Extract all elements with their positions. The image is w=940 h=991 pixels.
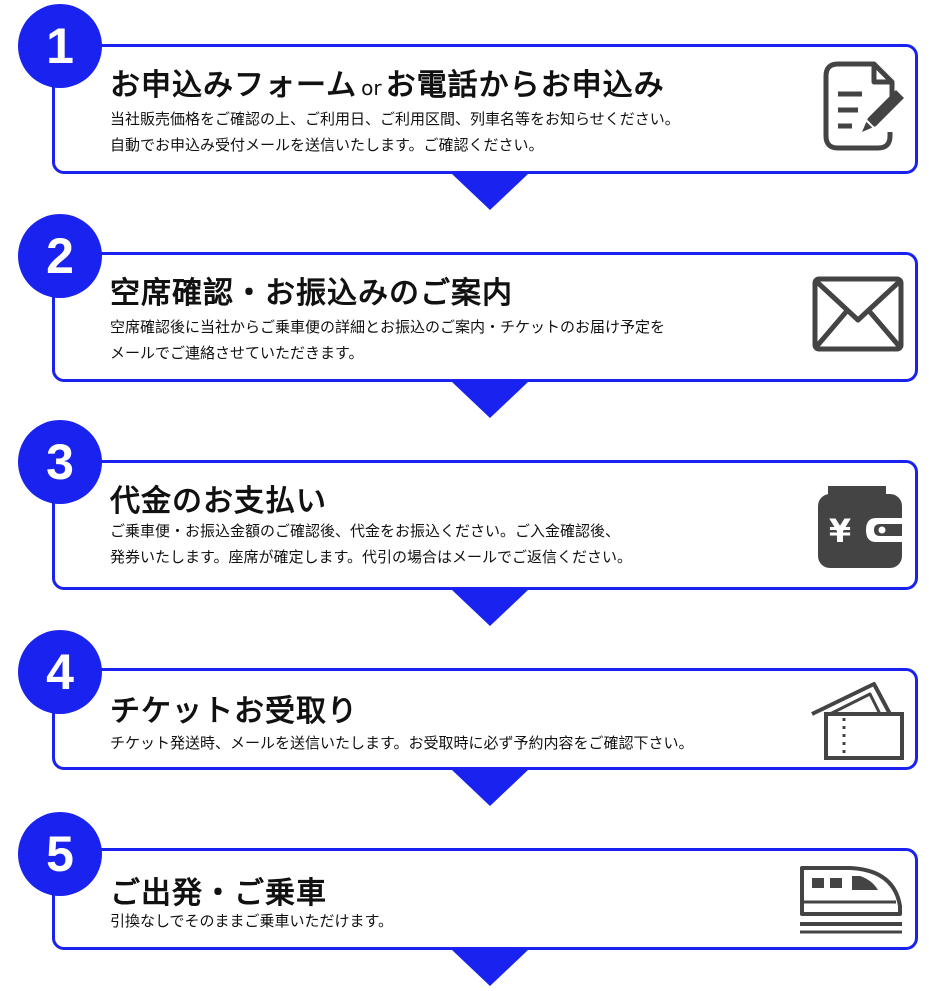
step-title-or: or bbox=[361, 76, 382, 100]
step-description: 空席確認後に当社からご乗車便の詳細とお振込のご案内・チケットのお届け予定を メー… bbox=[110, 314, 665, 366]
down-arrow-icon bbox=[452, 174, 528, 210]
step-description-line: チケット発送時、メールを送信いたします。お受取時に必ず予約内容をご確認下さい。 bbox=[110, 734, 694, 752]
yen-symbol: ¥ bbox=[829, 512, 851, 550]
step-description: 当社販売価格をご確認の上、ご利用日、ご利用区間、列車名等をお知らせください。 自… bbox=[110, 106, 680, 158]
step-description-line: ご乗車便・お振込金額のご確認後、代金をお振込ください。ご入金確認後、 bbox=[110, 522, 621, 540]
step-title: ご出発・ご乗車 bbox=[110, 876, 327, 911]
step-title: 代金のお支払い bbox=[110, 484, 327, 519]
down-arrow-icon bbox=[452, 382, 528, 418]
step-title: チケットお受取り bbox=[110, 694, 358, 729]
step-card bbox=[52, 848, 918, 950]
step-description: ご乗車便・お振込金額のご確認後、代金をお振込ください。ご入金確認後、 発券いたし… bbox=[110, 518, 632, 570]
step-description-line: 空席確認後に当社からご乗車便の詳細とお振込のご案内・チケットのお届け予定を bbox=[110, 318, 666, 336]
envelope-icon bbox=[812, 276, 904, 352]
down-arrow-icon bbox=[452, 950, 528, 986]
step-description-line: 引換なしでそのままご乗車いただけます。 bbox=[110, 912, 394, 930]
down-arrow-icon bbox=[452, 590, 528, 626]
step-card bbox=[52, 460, 918, 590]
step-description: 引換なしでそのままご乗車いただけます。 bbox=[110, 908, 393, 934]
step-title: 空席確認・お振込みのご案内 bbox=[110, 276, 513, 311]
step-title-part2: お電話からお申込み bbox=[385, 68, 665, 103]
ticket-icon bbox=[806, 678, 906, 762]
step-number-badge: 1 bbox=[18, 4, 102, 88]
step-description: チケット発送時、メールを送信いたします。お受取時に必ず予約内容をご確認下さい。 bbox=[110, 730, 694, 756]
step-description-line: 自動でお申込み受付メールを送信いたします。ご確認ください。 bbox=[110, 136, 544, 154]
step-description-line: 当社販売価格をご確認の上、ご利用日、ご利用区間、列車名等をお知らせください。 bbox=[110, 110, 680, 128]
step-number-badge: 4 bbox=[18, 630, 102, 714]
down-arrow-icon bbox=[452, 770, 528, 806]
wallet-yen-icon: ¥ bbox=[816, 484, 904, 570]
step-card bbox=[52, 44, 918, 174]
step-card bbox=[52, 252, 918, 382]
step-description-line: メールでご連絡させていただきます。 bbox=[110, 344, 364, 362]
bullet-train-icon bbox=[798, 862, 906, 936]
step-description-line: 発券いたします。座席が確定します。代引の場合はメールでご返信ください。 bbox=[110, 548, 633, 566]
step-card bbox=[52, 668, 918, 770]
step-number-badge: 5 bbox=[18, 812, 102, 896]
step-title-part1: お申込みフォーム bbox=[110, 68, 358, 103]
step-number-badge: 2 bbox=[18, 214, 102, 298]
step-number-badge: 3 bbox=[18, 420, 102, 504]
form-edit-icon bbox=[822, 60, 906, 152]
